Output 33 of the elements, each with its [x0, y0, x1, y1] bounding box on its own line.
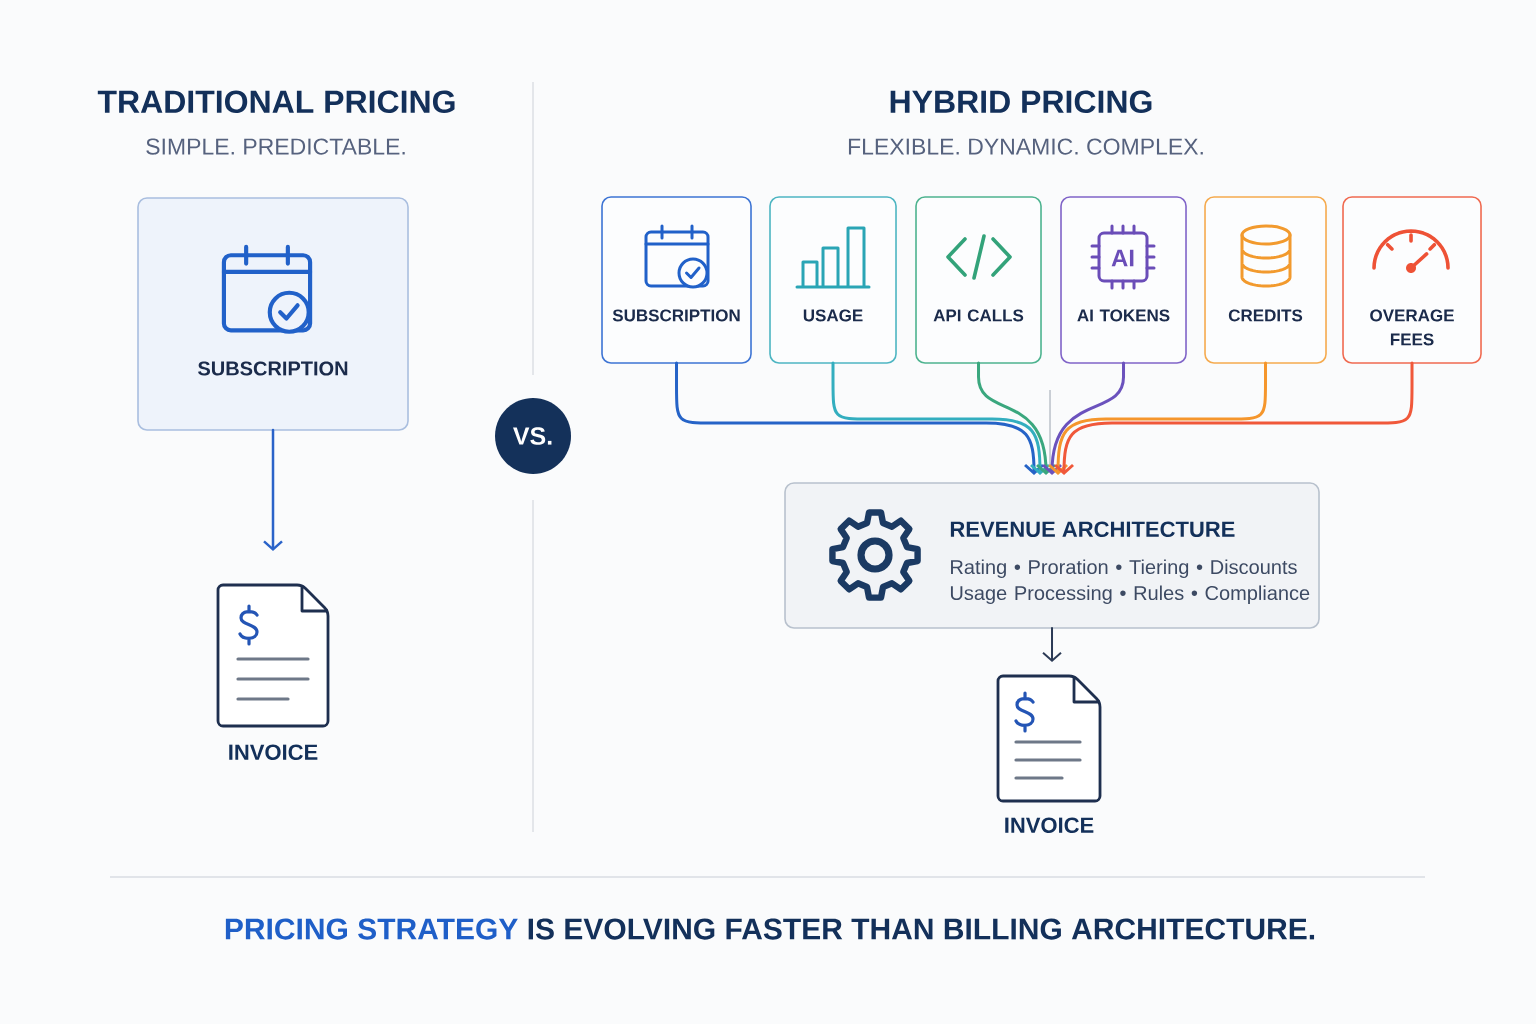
section-title: TRADITIONAL PRICING — [97, 90, 455, 114]
card-label: SUBSCRIPTION — [198, 361, 348, 376]
pricing-card — [769, 196, 897, 364]
process-panel — [784, 482, 1320, 629]
card-label: SUBSCRIPTION — [612, 309, 740, 322]
arrow — [831, 361, 1050, 475]
panel-title: REVENUE ARCHITECTURE — [950, 521, 1235, 537]
arrow — [1054, 361, 1414, 475]
card-label: API CALLS — [933, 309, 1024, 322]
card-label: USAGE — [803, 309, 863, 322]
arrow — [1042, 361, 1125, 475]
pricing-card — [137, 197, 409, 431]
card-label: AI TOKENS — [1077, 309, 1170, 322]
arrow — [1048, 361, 1267, 475]
caption-text: PRICING STRATEGY IS EVOLVING FASTER THAN BILLING ARCHITECTURE. — [225, 918, 1315, 940]
card-label: OVERAGE FEES — [1370, 309, 1454, 346]
node-label: INVOICE — [1005, 817, 1094, 833]
arrow — [977, 361, 1056, 475]
card-label: CREDITS — [1228, 309, 1303, 322]
pricing-card — [1204, 196, 1327, 364]
section-subtitle: SIMPLE. PREDICTABLE. — [146, 138, 405, 155]
section-title: HYBRID PRICING — [890, 90, 1152, 114]
pricing-card — [1342, 196, 1482, 364]
arrow — [675, 361, 1044, 475]
panel-text: Rating • Proration • Tiering • Discounts Usage Processing • Rules • Compliance — [950, 559, 1310, 605]
pricing-card — [601, 196, 752, 364]
arrow — [263, 428, 283, 551]
circle-badge: VS. — [495, 398, 571, 474]
arrow — [1042, 627, 1062, 662]
pricing-card — [1060, 196, 1187, 364]
pricing-card — [915, 196, 1042, 364]
node-label: INVOICE — [229, 744, 318, 760]
section-subtitle: FLEXIBLE. DYNAMIC. COMPLEX. — [848, 138, 1203, 155]
